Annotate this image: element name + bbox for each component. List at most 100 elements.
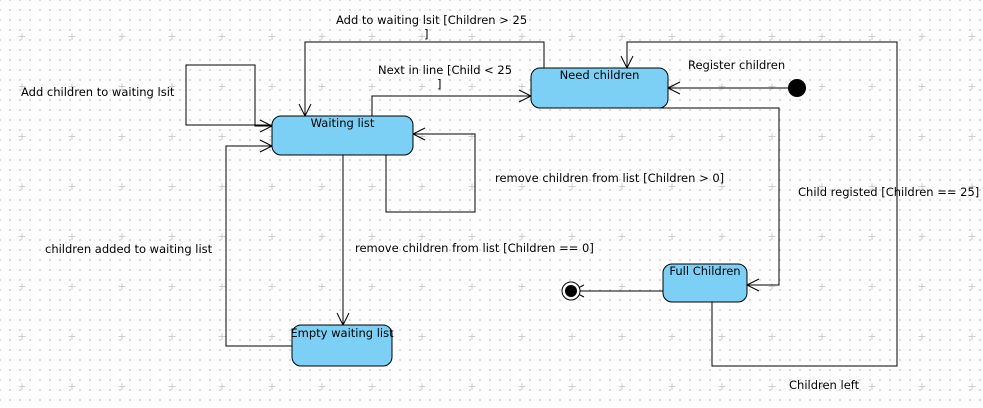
grid-plus-marker: + — [67, 130, 76, 143]
grid-plus-marker: + — [817, 180, 826, 193]
grid-plus-marker: + — [567, 230, 576, 243]
grid-plus-marker: + — [667, 130, 676, 143]
grid-plus-marker: + — [17, 230, 26, 243]
final-state-node[interactable] — [561, 281, 581, 301]
grid-plus-marker: + — [517, 230, 526, 243]
grid-plus-marker: + — [617, 280, 626, 293]
edge-need-to-waiting-add — [304, 41, 545, 116]
grid-plus-marker: + — [617, 30, 626, 43]
grid-plus-marker: + — [567, 130, 576, 143]
grid-plus-marker: + — [167, 280, 176, 293]
grid-plus-marker: + — [117, 230, 126, 243]
state-need-children[interactable]: Need children — [530, 67, 669, 109]
grid-plus-marker: + — [917, 80, 926, 93]
grid-plus-marker: + — [567, 380, 576, 393]
grid-plus-marker: + — [417, 180, 426, 193]
grid-plus-marker: + — [517, 30, 526, 43]
grid-plus-marker: + — [467, 80, 476, 93]
grid-plus-marker: + — [667, 180, 676, 193]
grid-plus-marker: + — [767, 330, 776, 343]
grid-plus-marker: + — [717, 230, 726, 243]
grid-plus-marker: + — [767, 280, 776, 293]
grid-plus-marker: + — [267, 280, 276, 293]
grid-plus-marker: + — [217, 280, 226, 293]
initial-state-node[interactable] — [788, 79, 806, 97]
grid-plus-marker: + — [917, 180, 926, 193]
grid-plus-marker: + — [817, 30, 826, 43]
grid-plus-marker: + — [117, 80, 126, 93]
grid-plus-marker: + — [967, 280, 976, 293]
grid-plus-marker: + — [317, 380, 326, 393]
grid-plus-marker: + — [817, 80, 826, 93]
state-empty-waiting-list[interactable]: Empty waiting list — [290, 324, 394, 367]
label-add-children-self: Add children to waiting lsit — [21, 85, 175, 99]
grid-plus-marker: + — [367, 30, 376, 43]
grid-plus-marker: + — [217, 330, 226, 343]
state-empty-waiting-list-label: Empty waiting list — [290, 326, 394, 340]
edge-need-to-full — [640, 107, 780, 286]
edge-waiting-to-need-next — [371, 95, 531, 116]
grid-plus-marker: + — [967, 30, 976, 43]
state-full-children[interactable]: Full Children — [662, 263, 748, 303]
grid-plus-marker: + — [467, 280, 476, 293]
grid-plus-marker: + — [517, 330, 526, 343]
grid-plus-marker: + — [317, 280, 326, 293]
grid-plus-marker: + — [67, 30, 76, 43]
label-children-added: children added to waiting list — [45, 242, 213, 256]
grid-plus-marker: + — [167, 80, 176, 93]
grid-plus-marker: + — [417, 80, 426, 93]
grid-plus-marker: + — [267, 380, 276, 393]
grid-plus-marker: + — [217, 30, 226, 43]
grid-plus-marker: + — [667, 380, 676, 393]
grid-plus-marker: + — [167, 180, 176, 193]
grid-plus-marker: + — [417, 330, 426, 343]
grid-plus-marker: + — [67, 80, 76, 93]
grid-plus-marker: + — [667, 30, 676, 43]
grid-plus-marker: + — [217, 180, 226, 193]
grid-plus-marker: + — [867, 130, 876, 143]
grid-plus-marker: + — [917, 330, 926, 343]
grid-plus-marker: + — [767, 130, 776, 143]
label-child-registed: Child registed [Children == 25] — [798, 185, 979, 199]
state-waiting-list[interactable]: Waiting list — [271, 115, 414, 156]
state-need-children-label: Need children — [560, 68, 640, 82]
grid-plus-marker: + — [117, 330, 126, 343]
grid-plus-marker: + — [267, 80, 276, 93]
grid-plus-marker: + — [517, 80, 526, 93]
edge-full-to-need — [626, 41, 898, 367]
grid-plus-marker: + — [817, 280, 826, 293]
grid-plus-marker: + — [67, 380, 76, 393]
label-remove-children-self: remove children from list [Children > 0] — [495, 171, 724, 185]
grid-plus-marker: + — [417, 130, 426, 143]
grid-plus-marker: + — [667, 230, 676, 243]
grid-plus-marker: + — [567, 30, 576, 43]
grid-plus-marker: + — [867, 80, 876, 93]
grid-plus-marker: + — [17, 380, 26, 393]
grid-plus-marker: + — [67, 230, 76, 243]
grid-plus-marker: + — [767, 180, 776, 193]
grid-plus-marker: + — [767, 230, 776, 243]
edges — [185, 41, 898, 367]
grid-plus-marker: + — [467, 130, 476, 143]
grid-plus-marker: + — [867, 330, 876, 343]
grid-plus-marker: + — [867, 380, 876, 393]
grid-plus-marker: + — [517, 130, 526, 143]
grid-plus-marker: + — [367, 180, 376, 193]
grid-plus-marker: + — [267, 230, 276, 243]
grid-plus-marker: + — [967, 330, 976, 343]
grid-plus-marker: + — [917, 280, 926, 293]
grid-plus-marker: + — [617, 330, 626, 343]
grid-plus-marker: + — [817, 330, 826, 343]
grid-plus-marker: + — [867, 280, 876, 293]
label-add-to-waiting-line1: Add to waiting lsit [Children > 25 — [336, 13, 527, 27]
grid-plus-marker: + — [467, 380, 476, 393]
grid-plus-marker: + — [167, 330, 176, 343]
grid-plus-marker: + — [267, 330, 276, 343]
grid-plus-marker: + — [717, 30, 726, 43]
grid-plus-marker: + — [917, 380, 926, 393]
grid-plus-marker: + — [317, 230, 326, 243]
edge-empty-to-waiting — [225, 145, 292, 347]
state-full-children-label: Full Children — [669, 264, 740, 278]
grid-plus-marker: + — [117, 30, 126, 43]
